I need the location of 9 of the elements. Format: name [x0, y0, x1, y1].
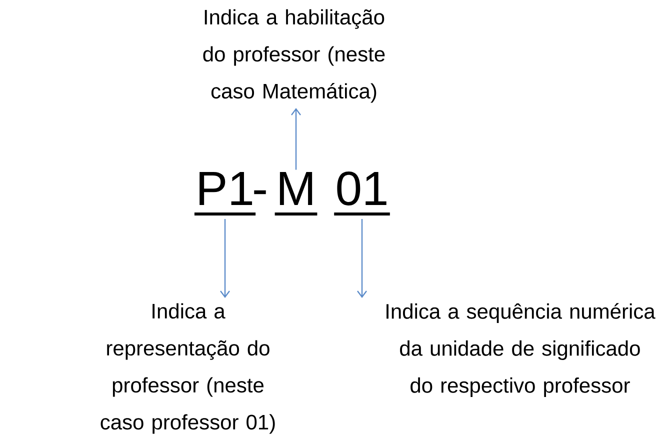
description-text: Indica a representação do professor (neste caso professor 01)	[100, 303, 275, 434]
arrow	[357, 219, 367, 298]
description-text: Indica a habilitação do professor (neste caso Matemática)	[203, 9, 385, 103]
arrow	[291, 108, 301, 170]
hyphen: -	[254, 190, 266, 194]
description-text: Indica a sequência numérica da unidade de significado do respectivo professor	[386, 303, 656, 397]
arrow	[220, 219, 230, 298]
underlined-code: 01	[334, 171, 390, 216]
underlined-code: M	[274, 172, 318, 216]
